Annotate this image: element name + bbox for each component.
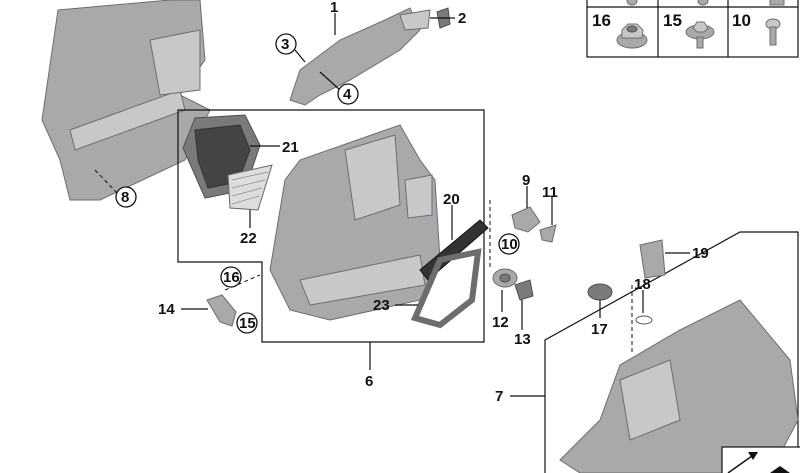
torx-screw-icon bbox=[765, 18, 781, 46]
callout-13: 13 bbox=[514, 331, 531, 348]
callout-17: 17 bbox=[591, 321, 608, 338]
filter-mesh-22 bbox=[227, 164, 273, 211]
svg-text:8: 8 bbox=[121, 189, 129, 206]
callout-12: 12 bbox=[492, 314, 509, 331]
bracket-9 bbox=[511, 206, 541, 233]
callout-8: 8 bbox=[115, 186, 137, 208]
svg-text:18: 18 bbox=[634, 276, 651, 293]
cap-13 bbox=[514, 279, 534, 301]
svg-text:19: 19 bbox=[692, 245, 709, 262]
callout-23: 23 bbox=[373, 297, 390, 314]
side-panel-8 bbox=[41, 0, 211, 201]
svg-text:1: 1 bbox=[330, 0, 338, 16]
fastener-table: 16 15 10 bbox=[586, 0, 799, 58]
grommet-12 bbox=[492, 268, 518, 288]
callout-9: 9 bbox=[522, 172, 530, 189]
callout-7: 7 bbox=[495, 388, 503, 405]
side-panel-7 bbox=[559, 239, 799, 473]
callout-22: 22 bbox=[240, 230, 257, 247]
svg-text:15: 15 bbox=[239, 315, 256, 332]
callout-2: 2 bbox=[458, 10, 466, 27]
svg-text:7: 7 bbox=[495, 388, 503, 405]
callout-14: 14 bbox=[158, 301, 175, 318]
callout-21: 21 bbox=[282, 139, 299, 156]
direction-arrow-box bbox=[721, 446, 800, 473]
callout-1: 1 bbox=[330, 0, 338, 16]
callout-15: 15 bbox=[236, 312, 258, 334]
svg-text:4: 4 bbox=[343, 86, 352, 103]
clip-11 bbox=[539, 224, 557, 243]
svg-text:12: 12 bbox=[492, 314, 509, 331]
callout-16: 16 bbox=[220, 266, 242, 288]
upper-trim-1 bbox=[289, 7, 431, 106]
flange-nut-icon bbox=[616, 23, 648, 49]
callout-3: 3 bbox=[275, 33, 297, 55]
svg-text:23: 23 bbox=[373, 297, 390, 314]
svg-text:13: 13 bbox=[514, 331, 531, 348]
table-label-16: 16 bbox=[592, 11, 611, 30]
callout-10: 10 bbox=[498, 233, 520, 255]
collar-bolt-icon bbox=[685, 21, 715, 49]
callout-18: 18 bbox=[634, 276, 651, 293]
svg-text:2: 2 bbox=[458, 10, 466, 27]
group-7-frame bbox=[544, 231, 799, 473]
svg-text:17: 17 bbox=[591, 321, 608, 338]
callout-4: 4 bbox=[337, 83, 359, 105]
svg-text:22: 22 bbox=[240, 230, 257, 247]
callout-19: 19 bbox=[692, 245, 709, 262]
svg-text:20: 20 bbox=[443, 191, 460, 208]
bracket-14 bbox=[206, 294, 237, 327]
svg-text:10: 10 bbox=[501, 236, 518, 253]
seal-frame-23 bbox=[410, 248, 482, 329]
svg-text:9: 9 bbox=[522, 172, 530, 189]
leader-lines bbox=[94, 13, 690, 397]
side-panel-6 bbox=[269, 124, 441, 321]
callout-11: 11 bbox=[542, 184, 558, 201]
table-label-10: 10 bbox=[732, 11, 751, 30]
group-6-frame bbox=[177, 109, 485, 343]
svg-text:16: 16 bbox=[223, 269, 240, 286]
table-label-15: 15 bbox=[663, 11, 682, 30]
svg-text:21: 21 bbox=[282, 139, 299, 156]
svg-text:6: 6 bbox=[365, 373, 373, 390]
callout-20: 20 bbox=[443, 191, 460, 208]
svg-text:14: 14 bbox=[158, 301, 175, 318]
svg-text:11: 11 bbox=[542, 184, 558, 201]
svg-text:3: 3 bbox=[281, 36, 289, 53]
callout-6: 6 bbox=[365, 373, 373, 390]
